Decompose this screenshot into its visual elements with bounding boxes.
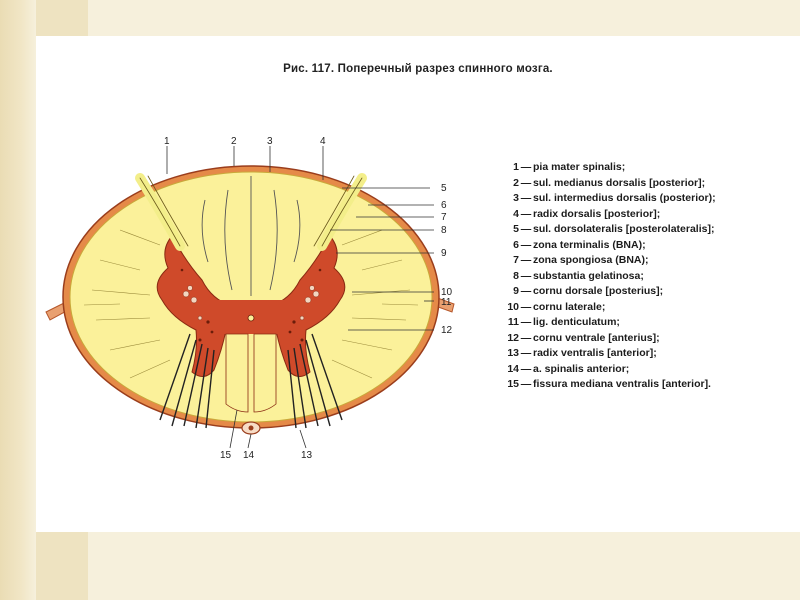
legend-item: 3—sul. intermedius dorsalis (posterior); [499,191,716,207]
legend-item: 2—sul. medianus dorsalis [posterior]; [499,176,716,192]
legend-item: 8—substantia gelatinosa; [499,269,716,285]
label-8: 8 [441,225,447,236]
legend-item: 15—fissura mediana ventralis [anterior]. [499,377,716,393]
legend-item: 1—pia mater spinalis; [499,160,716,176]
label-7: 7 [441,212,447,223]
legend-item: 7—zona spongiosa (BNA); [499,253,716,269]
ventral-column-right [254,334,276,412]
artery-lumen [249,426,254,431]
label-6: 6 [441,200,447,211]
legend-item: 14—a. spinalis anterior; [499,362,716,378]
label-15: 15 [220,450,232,461]
legend: 1—pia mater spinalis; 2—sul. medianus do… [499,160,716,393]
legend-item: 6—zona terminalis (BNA); [499,238,716,254]
label-2: 2 [231,136,237,147]
label-4: 4 [320,136,326,147]
label-5: 5 [441,183,447,194]
legend-item: 12—cornu ventrale [anterius]; [499,331,716,347]
background-strip-bottom [36,532,88,600]
ventral-column-left [226,334,248,412]
label-14: 14 [243,450,255,461]
label-12: 12 [441,325,453,336]
legend-item: 11—lig. denticulatum; [499,315,716,331]
legend-item: 4—radix dorsalis [posterior]; [499,207,716,223]
label-9: 9 [441,248,447,259]
label-3: 3 [267,136,273,147]
label-11: 11 [441,297,452,308]
central-canal [248,315,254,321]
slide: Рис. 117. Поперечный разрез спинного моз… [36,36,800,532]
background-strip-top [36,0,88,36]
legend-item: 5—sul. dorsolateralis [posterolateralis]… [499,222,716,238]
legend-item: 13—radix ventralis [anterior]; [499,346,716,362]
label-1: 1 [164,136,170,147]
legend-item: 9—cornu dorsale [posterius]; [499,284,716,300]
label-13: 13 [301,450,313,461]
legend-item: 10—cornu laterale; [499,300,716,316]
background-strip-left [0,0,36,600]
